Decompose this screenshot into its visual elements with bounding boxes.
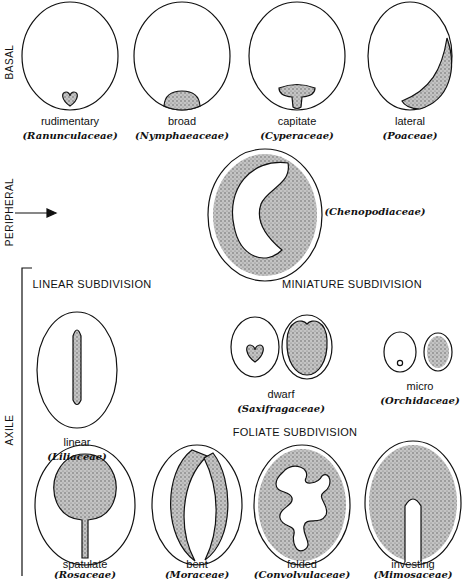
seed-outline (134, 2, 230, 110)
section-heading: FOLIATE SUBDIVISION (233, 427, 358, 438)
embryo (258, 449, 346, 561)
endosperm (276, 466, 330, 551)
axis-title: BASAL (5, 45, 15, 80)
section-heading: MINIATURE SUBDIVISION (282, 279, 422, 290)
embryo-type: micro (407, 381, 434, 392)
embryo-type: folded (287, 559, 317, 570)
family-name: (Moraceae) (165, 570, 229, 579)
family-name: (Convolvulaceae) (254, 570, 350, 579)
seed-outline (152, 445, 242, 565)
family-name: (Poaceae) (382, 131, 437, 141)
perisperm (232, 162, 288, 258)
family-name: (Ranunculaceae) (22, 131, 117, 141)
embryo-type: capitate (278, 116, 317, 127)
embryo (369, 445, 457, 561)
seed-outline (35, 445, 135, 565)
embryo-type: spatulate (63, 559, 108, 570)
embryo (63, 92, 78, 106)
embryo-type: broad (168, 116, 196, 127)
embryo-type: bent (186, 559, 207, 570)
embryo-type: rudimentary (41, 116, 99, 127)
embryo (171, 450, 207, 561)
family-name: (Cyperaceae) (260, 131, 334, 141)
seed-outline (365, 441, 461, 565)
seed-outline (424, 333, 452, 371)
embryo-type: linear (64, 437, 91, 448)
family-name: (Saxifragaceae) (237, 404, 325, 414)
seed-outline (22, 2, 118, 110)
embryo-type: dwarf (268, 389, 295, 400)
seed-outline (37, 312, 117, 428)
embryo (164, 91, 200, 110)
embryo-type: lateral (395, 116, 425, 127)
section-heading: LINEAR SUBDIVISION (32, 279, 151, 290)
seed-outline (249, 2, 345, 110)
arrow-head (47, 209, 56, 217)
seed-outline (368, 2, 452, 110)
family-name: (Liliaceae) (47, 452, 107, 462)
axis-title: PERIPHERAL (5, 178, 15, 246)
family-name: (Chenopodiaceae) (324, 207, 425, 217)
embryo (279, 85, 315, 109)
embryo (247, 345, 264, 362)
embryo (427, 336, 449, 368)
seed-outline (208, 149, 322, 281)
embryo-type: investing (391, 559, 434, 570)
seed-outline (254, 445, 350, 565)
embryo (73, 330, 81, 405)
seed-outline (231, 317, 279, 377)
embryo (402, 38, 452, 109)
embryo (54, 454, 117, 558)
seed-outline (384, 332, 416, 372)
family-name: (Orchidaceae) (380, 396, 459, 406)
bracket (22, 268, 32, 576)
embryo (213, 154, 317, 276)
axis-title: AXILE (5, 415, 15, 446)
embryo (287, 321, 327, 375)
family-name: (Nymphaeaceae) (135, 131, 229, 141)
family-name: (Rosaceae) (54, 570, 116, 579)
family-name: (Mimosaceae) (374, 570, 453, 579)
radicle (405, 499, 421, 562)
embryo (397, 360, 402, 365)
arrow-line (15, 212, 50, 213)
seed-outline (282, 315, 332, 379)
embryo (204, 453, 228, 560)
